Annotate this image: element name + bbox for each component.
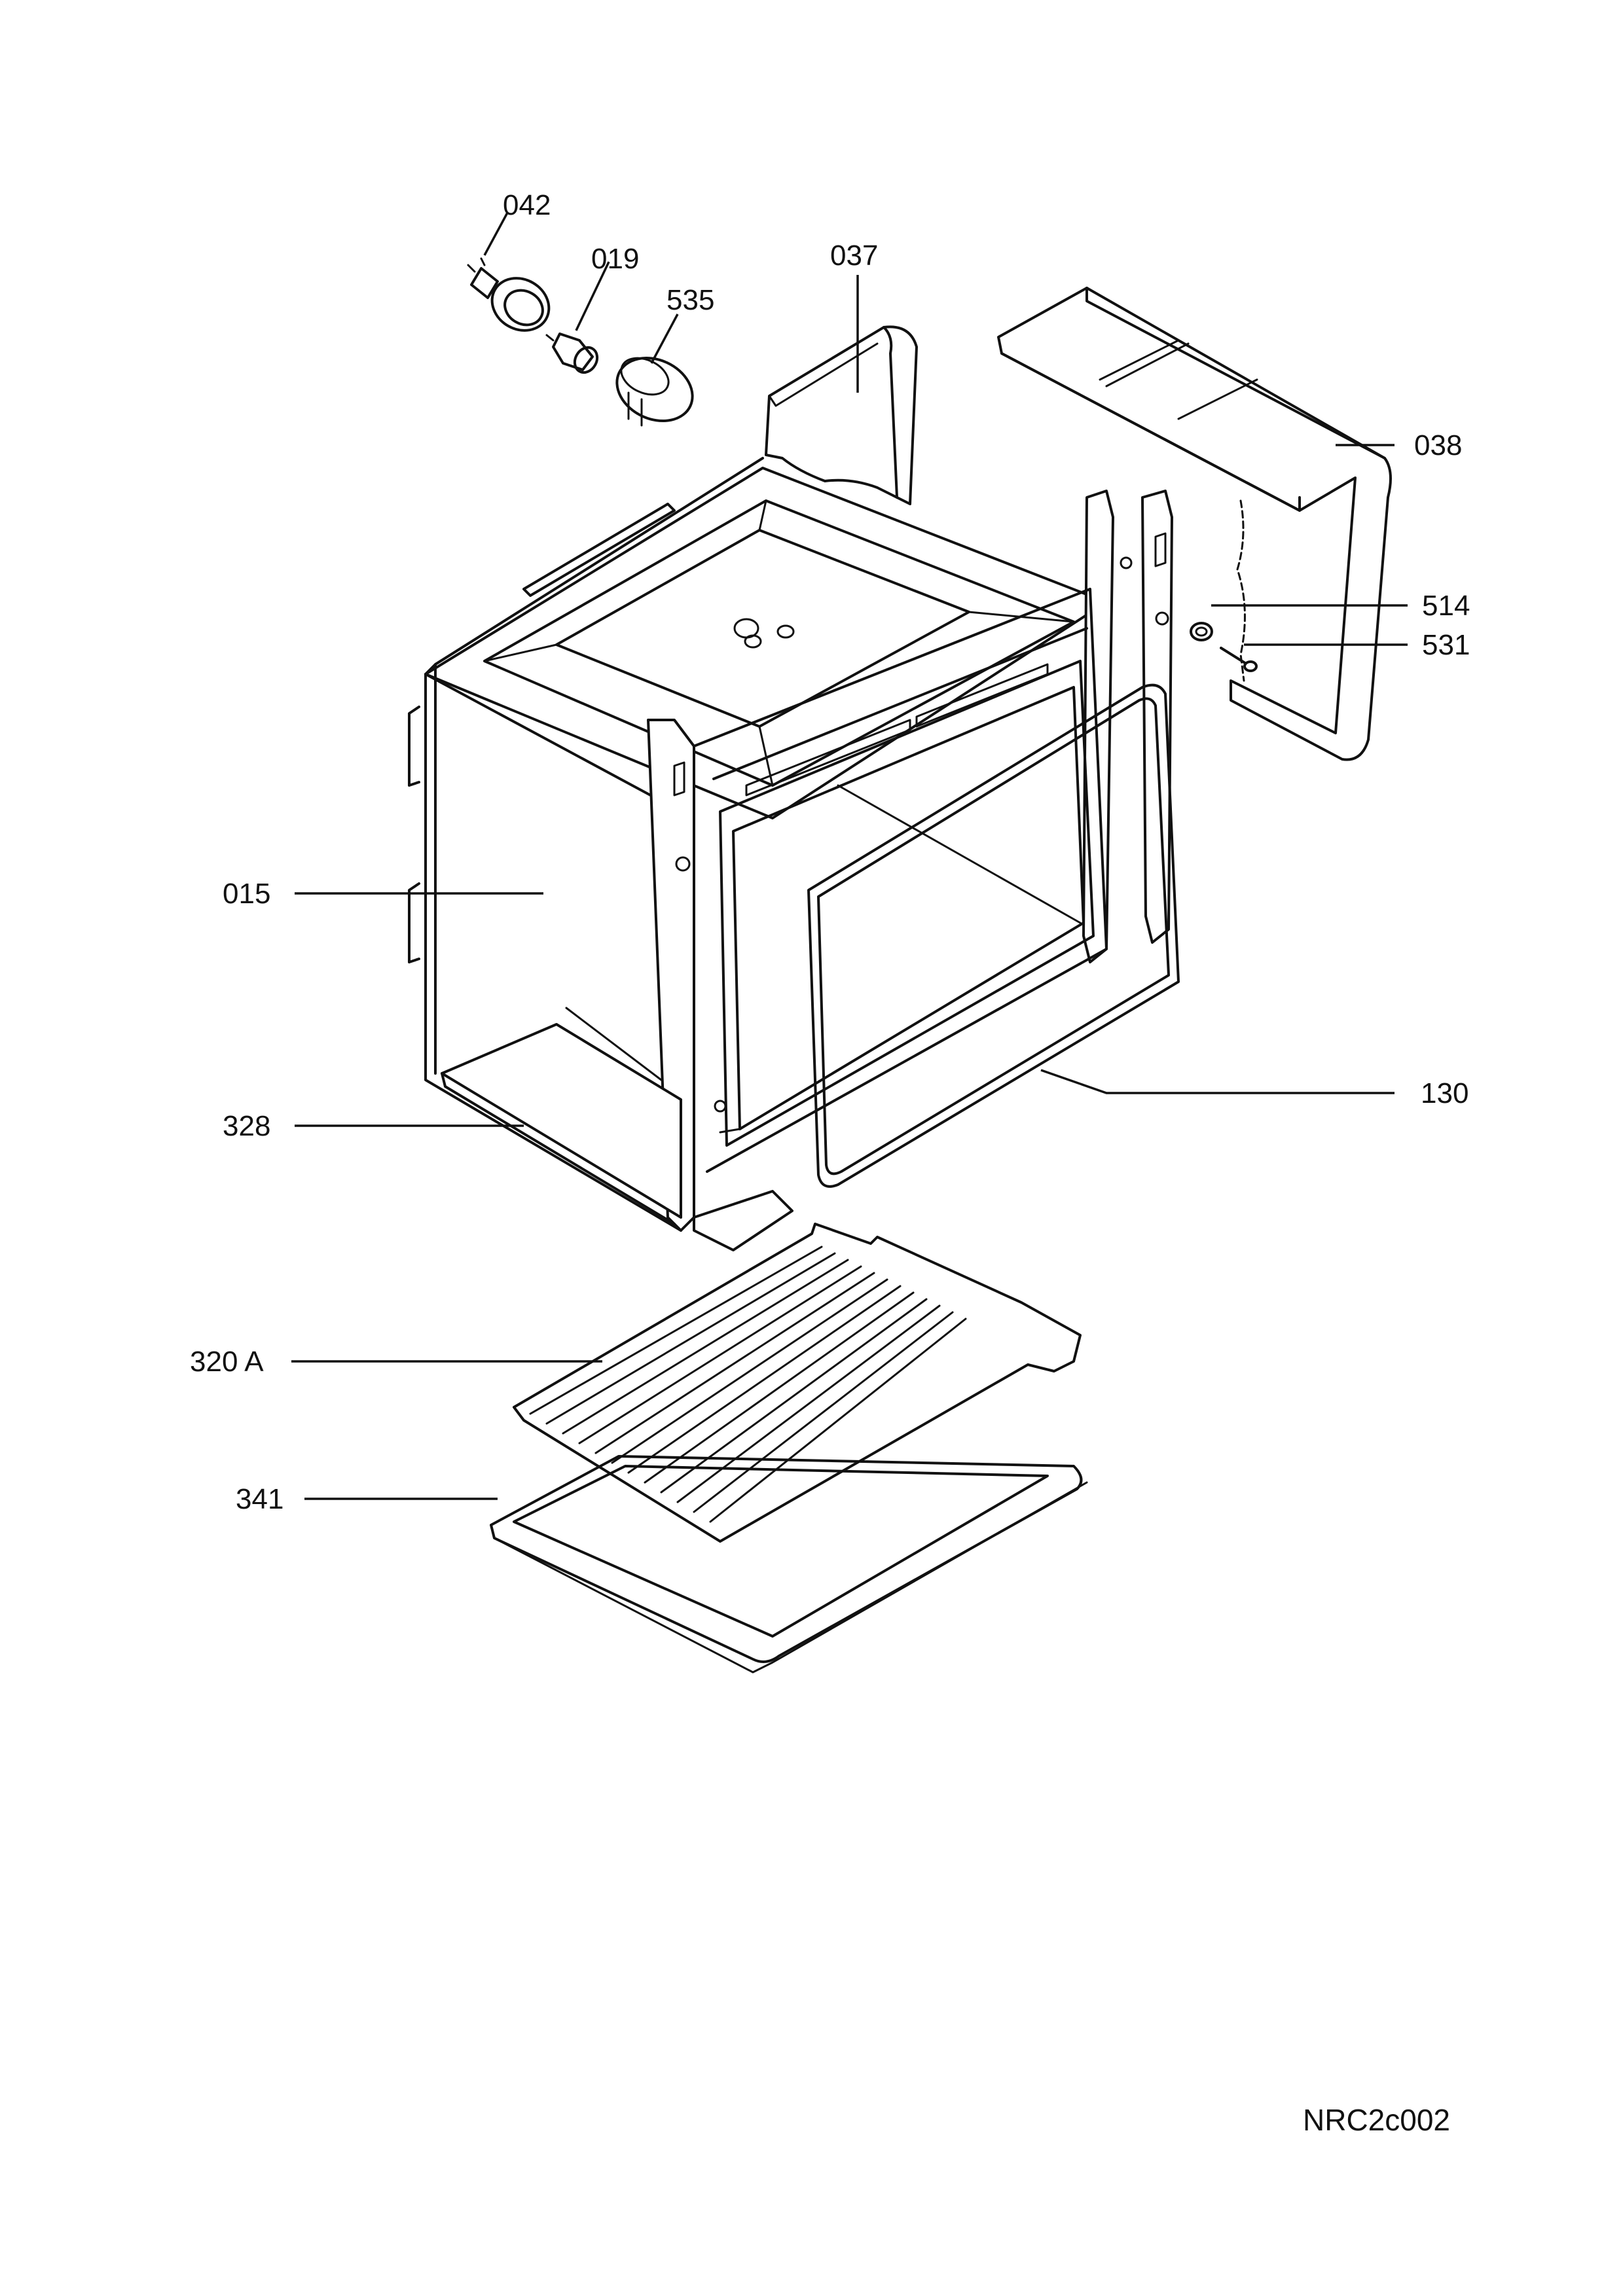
screw-531 bbox=[1220, 647, 1258, 672]
shelf-rack-320a bbox=[513, 1223, 1082, 1543]
label-535: 535 bbox=[666, 284, 714, 316]
leader-019 bbox=[575, 261, 610, 331]
document-code: NRC2c002 bbox=[1303, 2103, 1450, 2137]
leader-lines bbox=[291, 212, 1408, 1500]
label-015: 015 bbox=[223, 878, 270, 910]
label-130: 130 bbox=[1421, 1077, 1468, 1109]
label-038: 038 bbox=[1414, 429, 1462, 461]
lamp-bulb-019 bbox=[545, 332, 599, 374]
door-seal-130 bbox=[807, 683, 1180, 1188]
leader-042 bbox=[483, 212, 509, 256]
shelf-rack-bars bbox=[529, 1246, 967, 1523]
lamp-cover-535 bbox=[615, 356, 694, 427]
label-019: 019 bbox=[591, 243, 639, 275]
lamp-holder-042 bbox=[467, 257, 551, 332]
bottom-heater-328 bbox=[441, 1023, 682, 1225]
leader-535 bbox=[650, 314, 679, 364]
screw-514 bbox=[1190, 622, 1213, 641]
label-514: 514 bbox=[1422, 590, 1470, 622]
label-320a: 320 A bbox=[190, 1346, 264, 1378]
part-labels: 042 019 535 037 038 514 531 015 130 328 … bbox=[190, 189, 1470, 1515]
insulation-wrap-038 bbox=[997, 287, 1392, 761]
label-328: 328 bbox=[223, 1110, 270, 1142]
label-531: 531 bbox=[1422, 629, 1470, 661]
label-042: 042 bbox=[503, 189, 551, 221]
insulation-panel-037 bbox=[765, 325, 918, 505]
leader-130 bbox=[1040, 1069, 1395, 1094]
label-037: 037 bbox=[830, 240, 878, 272]
baking-tray-341 bbox=[490, 1455, 1088, 1674]
label-341: 341 bbox=[236, 1483, 283, 1515]
